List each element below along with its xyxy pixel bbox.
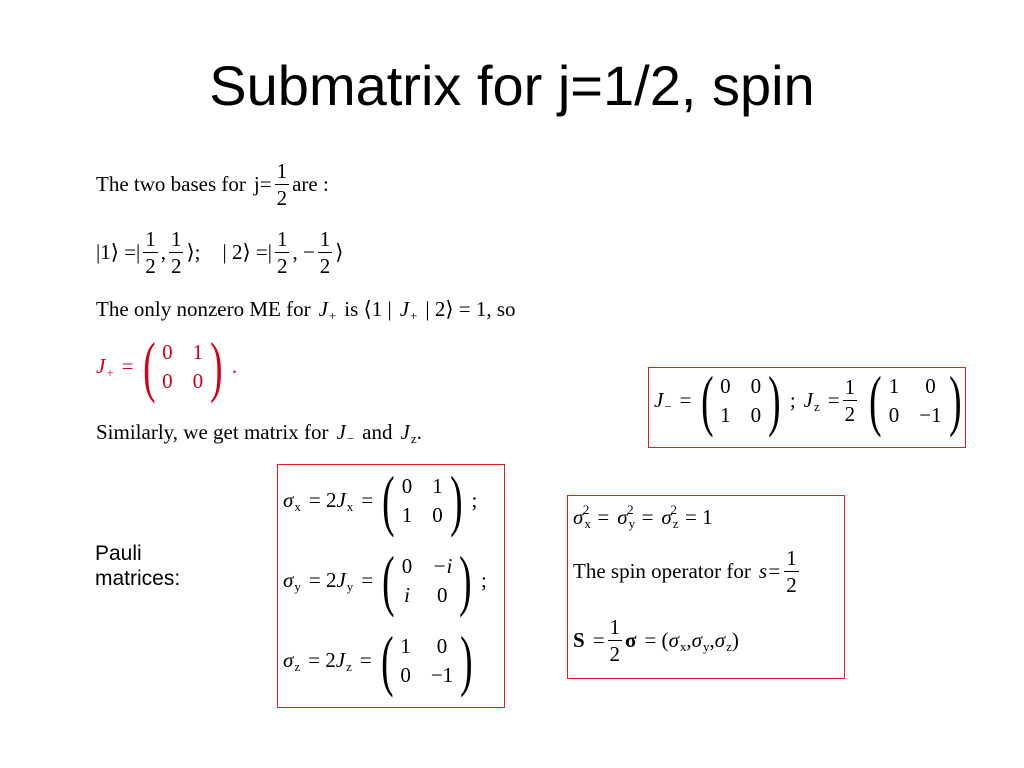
slide-title: Submatrix for j=1/2, spin	[209, 54, 815, 117]
s-bold: S	[573, 628, 585, 653]
ket2-label: | 2⟩ =|	[222, 240, 272, 265]
nonzero-line: The only nonzero ME for J+ is ⟨1 | J+ | …	[96, 297, 516, 323]
pauli-label: Pauli matrices:	[95, 541, 180, 591]
me-end-text: | 2⟩ = 1, so	[425, 297, 516, 321]
ket1-label: |1⟩ =|	[96, 240, 141, 265]
jminus-eq: =	[679, 388, 692, 413]
pauli-label-line1: Pauli	[95, 542, 142, 565]
jz-sub: z	[814, 398, 820, 414]
sigma-bold: σ	[625, 628, 637, 653]
sigma-z: σ	[283, 648, 294, 673]
ket2-end: ⟩	[335, 240, 344, 265]
jz-eq: =	[827, 388, 840, 413]
ket1-comma: ,	[160, 240, 166, 265]
plus-subscript: +	[328, 307, 337, 323]
sigma-x: σ	[283, 488, 294, 513]
pauli-label-line2: matrices:	[95, 567, 181, 591]
similarly-text: Similarly, we get matrix for	[96, 420, 329, 444]
sigma-y: σ	[283, 568, 294, 593]
pauli-box	[277, 464, 505, 708]
ket1-end: ⟩;	[186, 240, 201, 265]
jz-j: J	[803, 388, 813, 413]
sim-jminus: J	[336, 420, 346, 444]
j-eq: j=	[253, 172, 272, 197]
j-symbol: J	[318, 297, 328, 321]
sim-jz: J	[400, 420, 410, 444]
jminus-jz-box	[648, 367, 966, 448]
jplus-eq: =	[121, 354, 134, 379]
sim-period: .	[416, 420, 422, 444]
bases-text: The two bases for	[96, 172, 246, 197]
jminus-j: J	[654, 388, 664, 413]
j-symbol-me: J	[399, 297, 410, 321]
and-text: and	[362, 420, 393, 444]
is-text: is ⟨1 |	[344, 297, 392, 321]
sim-jz-sub: z	[410, 430, 417, 446]
jminus-sub: −	[664, 398, 672, 414]
ket2-comma-minus: , −	[292, 240, 315, 265]
jplus-sub: +	[106, 364, 114, 380]
plus-subscript-me: +	[410, 307, 418, 323]
are-text: are :	[292, 172, 329, 197]
spin-op-text: The spin operator for	[573, 559, 751, 584]
sim-jminus-sub: −	[346, 430, 355, 446]
jplus-period: .	[231, 354, 238, 379]
jminus-semi: ;	[789, 388, 796, 413]
nonzero-text: The only nonzero ME for	[96, 297, 311, 321]
jplus-j: J	[96, 354, 106, 379]
spin-operator-box	[567, 495, 845, 679]
